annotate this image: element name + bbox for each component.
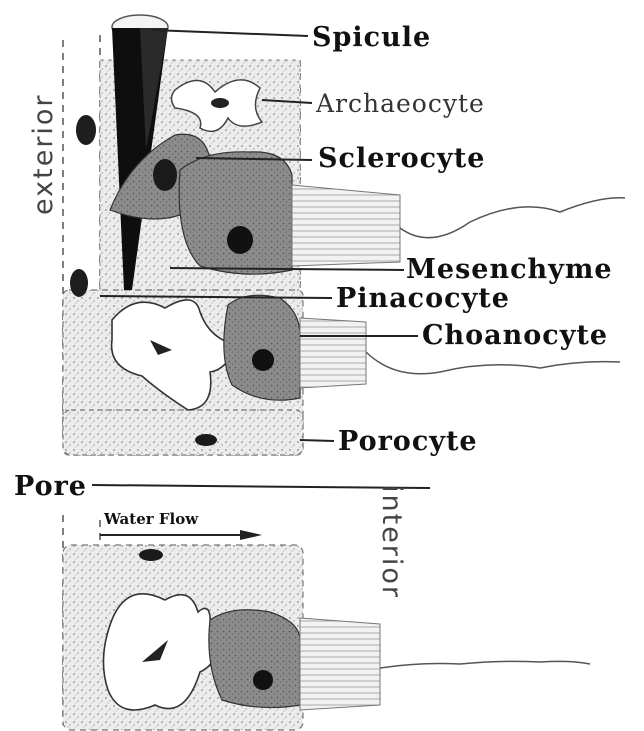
lower-choanocyte-cell bbox=[209, 610, 590, 710]
pore-label: Pore bbox=[14, 473, 87, 500]
water-flow-label: Water Flow bbox=[104, 510, 198, 528]
archaeocyte-label: Archaeocyte bbox=[316, 91, 485, 116]
lower-porocyte-nucleus bbox=[139, 549, 163, 561]
porocyte-label: Porocyte bbox=[338, 428, 478, 455]
pinacocyte-nucleus bbox=[70, 269, 88, 297]
porocyte-cell bbox=[63, 410, 303, 455]
spicule-label: Spicule bbox=[312, 24, 431, 51]
exterior-label: exterior bbox=[30, 93, 57, 215]
porocyte-nucleus bbox=[195, 434, 217, 446]
water-flow-arrow bbox=[100, 530, 262, 540]
choanocyte-label: Choanocyte bbox=[422, 322, 608, 349]
sclerocyte-label: Sclerocyte bbox=[318, 145, 485, 172]
pinacocyte-nucleus bbox=[76, 115, 96, 145]
mesenchyme-label: Mesenchyme bbox=[406, 256, 613, 283]
pinacocyte-label: Pinacocyte bbox=[336, 285, 510, 312]
interior-label: interior bbox=[378, 485, 405, 599]
